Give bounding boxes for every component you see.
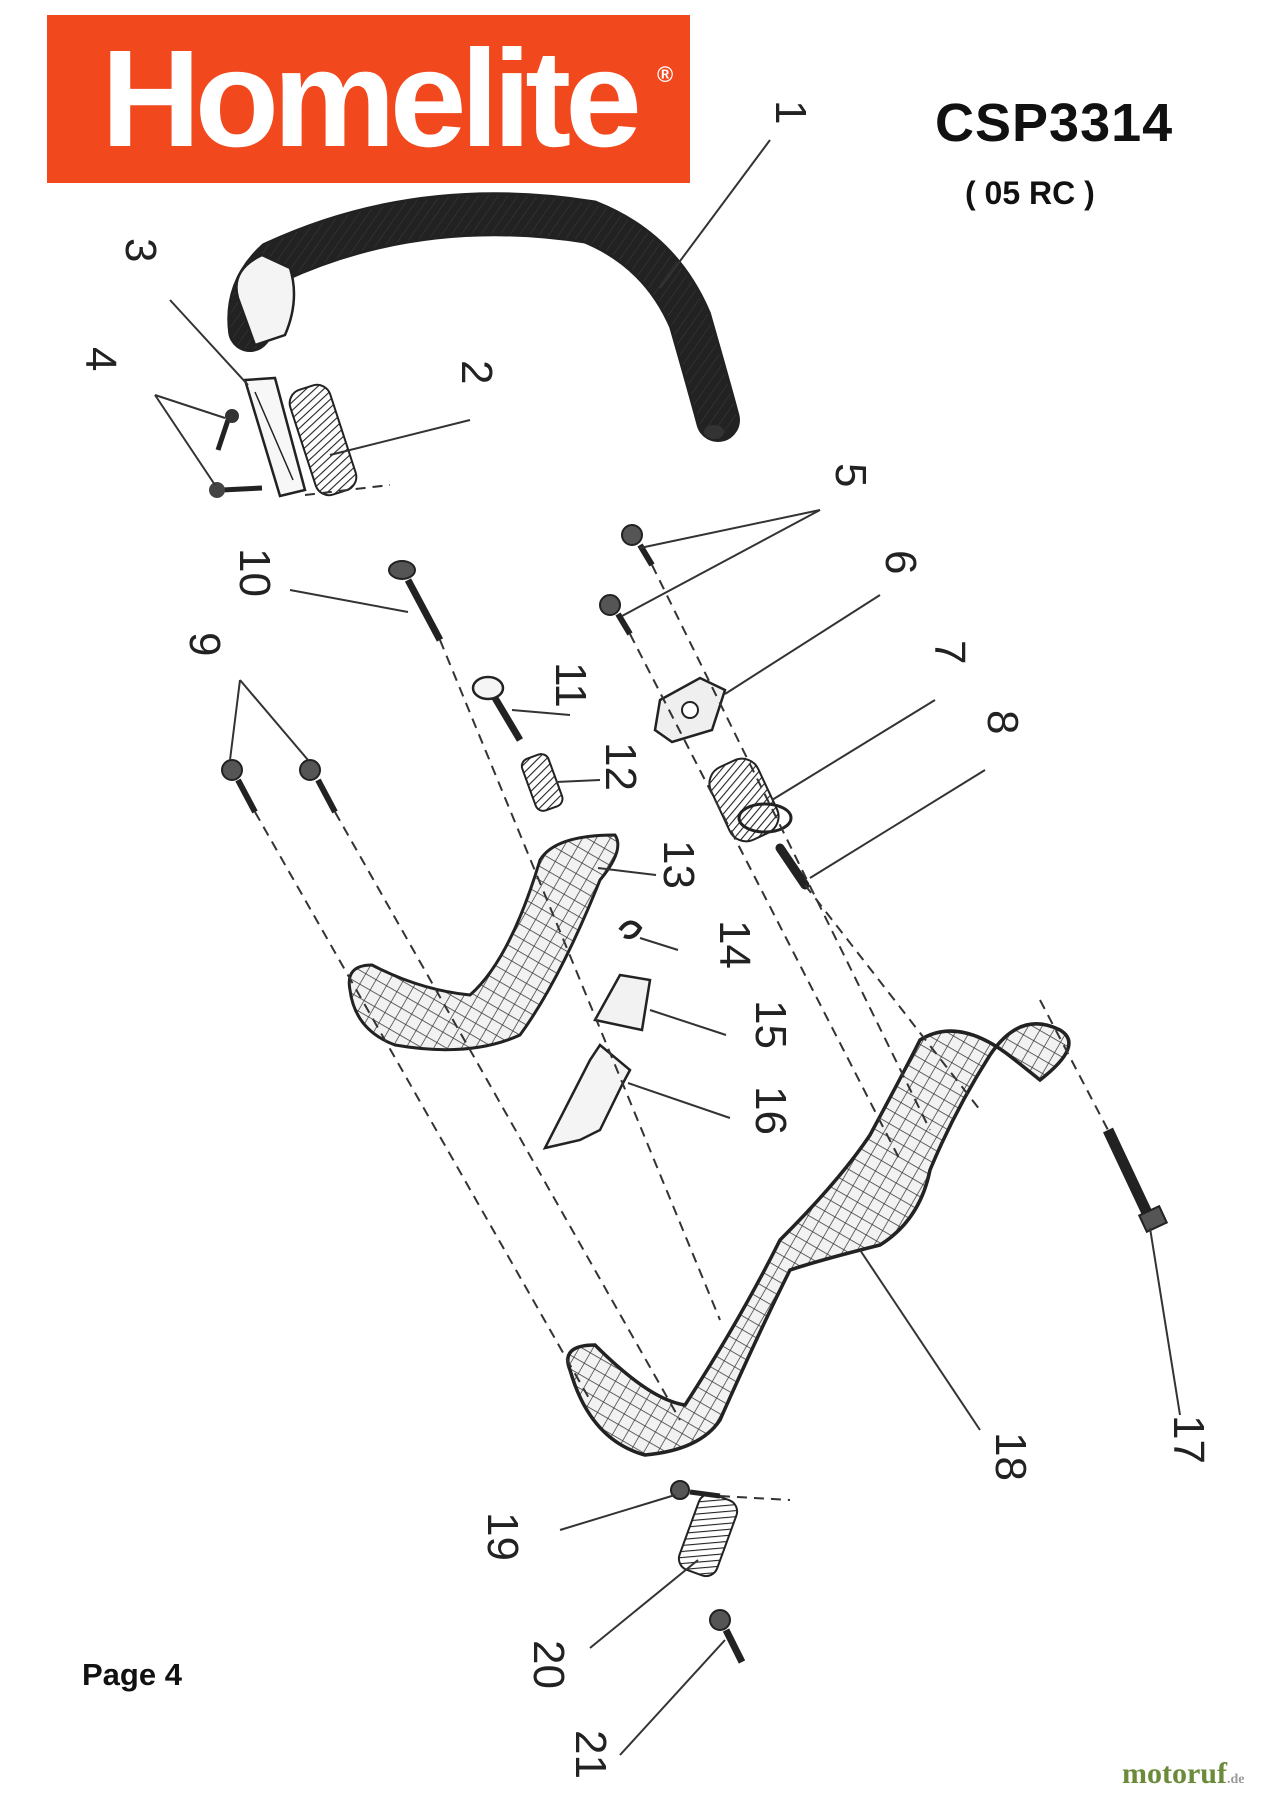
rear-handle-18 [566,1022,1071,1457]
callout-21: 21 [566,1730,615,1779]
callout-1: 1 [766,100,815,124]
bolt-17 [1103,1127,1169,1234]
callout-7: 7 [925,640,974,664]
screws-5 [599,524,655,636]
page-number: Page 4 [82,1657,182,1692]
callout-2: 2 [452,360,501,384]
spring-2 [288,383,358,497]
trigger-housing-13 [347,833,620,1052]
lever-15 [593,973,652,1032]
callout-20: 20 [524,1640,573,1689]
callout-11: 11 [546,662,595,708]
callout-19: 19 [478,1512,527,1561]
callout-5: 5 [826,463,875,487]
model-variant: ( 05 RC ) [965,175,1095,211]
callout-6: 6 [876,550,925,574]
spring-20 [677,1492,739,1578]
spring-12 [520,753,564,812]
callout-3: 3 [116,238,165,262]
front-handle [227,192,740,442]
screw-10 [388,560,444,642]
watermark: motoruf.de [1122,1757,1244,1791]
screws-9 [221,759,338,814]
screw-21 [709,1609,746,1664]
leader-lines [154,139,1181,1756]
callout-18: 18 [986,1432,1035,1481]
pin-11 [471,675,524,742]
watermark-name: motoruf [1122,1757,1227,1790]
callout-10: 10 [230,548,279,597]
watermark-tld: .de [1226,1772,1245,1787]
homelite-logo: Homelite [47,15,690,183]
logo-text: Homelite [101,21,642,176]
pin-8 [775,843,810,890]
bracket-plate [243,376,307,498]
screws-4 [209,409,263,498]
model-number: CSP3314 [935,93,1174,153]
callout-4: 4 [76,347,125,371]
gasket-6 [653,676,727,744]
callout-17: 17 [1164,1415,1213,1464]
callout-16: 16 [746,1086,795,1135]
callout-14: 14 [710,920,759,969]
callout-labels: 1 2 3 4 5 6 7 8 9 10 11 12 13 14 15 16 1… [76,100,1213,1779]
spring-7 [708,757,793,843]
trigger-16 [542,1043,632,1150]
callout-13: 13 [654,840,703,889]
callout-9: 9 [180,632,229,656]
assembly-guide-lines [254,484,1109,1501]
callout-15: 15 [746,1000,795,1049]
callout-8: 8 [978,710,1027,734]
clip-14 [618,920,643,939]
callout-12: 12 [596,742,645,791]
registered-mark: ® [657,62,674,87]
